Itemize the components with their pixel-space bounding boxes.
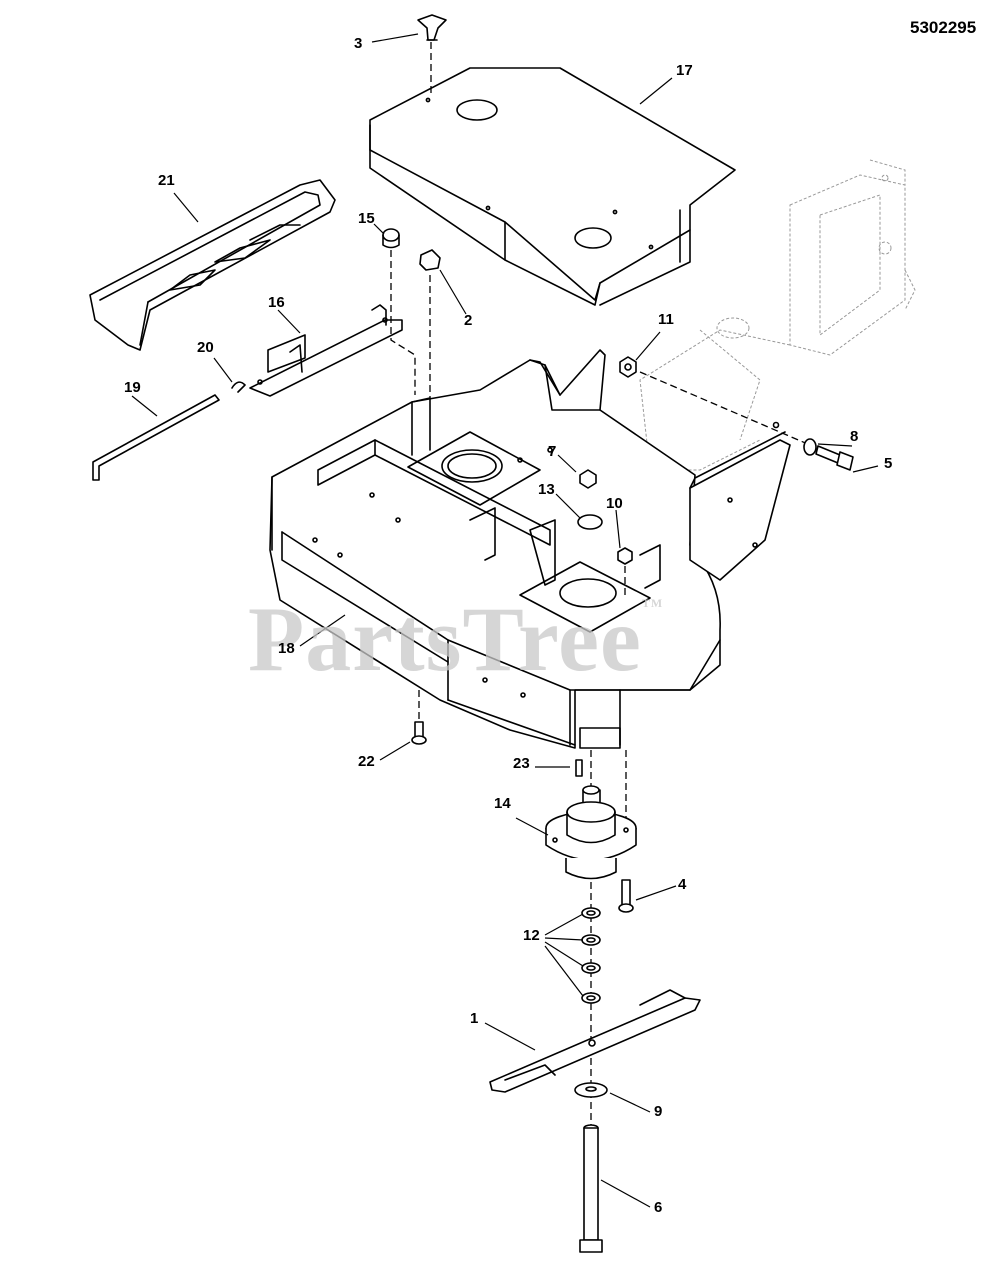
callout-21: 21 xyxy=(158,172,175,189)
part-13-washer xyxy=(577,514,603,530)
callout-16: 16 xyxy=(268,294,285,311)
part-3-knob xyxy=(417,14,447,41)
part-16-bracket xyxy=(249,304,403,397)
callout-6: 6 xyxy=(654,1199,663,1216)
callout-13: 13 xyxy=(538,481,555,498)
part-5-bolt xyxy=(815,445,854,471)
part-7-nut xyxy=(579,469,597,489)
part-21-belt-cover xyxy=(89,179,336,351)
document-id: 5302295 xyxy=(910,18,977,37)
callout-1: 1 xyxy=(470,1010,479,1027)
mount-bolt-axis-line xyxy=(639,371,811,446)
part-14-spindle-assembly xyxy=(545,785,637,880)
callout-4: 4 xyxy=(678,876,687,893)
part-4-bolt xyxy=(618,879,634,913)
bracket-axis-line xyxy=(390,250,416,395)
part-17-deck-cover xyxy=(369,67,736,306)
part-19-rod xyxy=(92,394,220,481)
part-10-nut xyxy=(617,547,633,565)
part-2-clip-nut xyxy=(419,249,441,271)
callout-3: 3 xyxy=(354,35,363,52)
callout-15: 15 xyxy=(358,210,375,227)
part-6-long-bolt xyxy=(579,1124,603,1253)
callout-20: 20 xyxy=(197,339,214,356)
part-18-mower-deck xyxy=(269,349,791,749)
callout-17: 17 xyxy=(676,62,693,79)
part-11-nut xyxy=(619,356,637,378)
callout-19: 19 xyxy=(124,379,141,396)
callout-10: 10 xyxy=(606,495,623,512)
part-20-pin xyxy=(231,381,246,393)
callout-22: 22 xyxy=(358,753,375,770)
callout-14: 14 xyxy=(494,795,511,812)
callout-12: 12 xyxy=(523,927,540,944)
part-23-key xyxy=(575,759,583,777)
part-22-screw xyxy=(411,721,427,745)
part-1-blade xyxy=(489,989,701,1093)
mower-frame-ghost xyxy=(639,159,916,471)
callout-9: 9 xyxy=(654,1103,663,1120)
callout-5: 5 xyxy=(884,455,893,472)
callout-18: 18 xyxy=(278,640,295,657)
part-8-washer xyxy=(803,438,817,456)
part-15-nut xyxy=(382,228,400,249)
callout-leader-lines xyxy=(131,33,879,1208)
callout-7: 7 xyxy=(548,443,557,460)
callout-23: 23 xyxy=(513,755,530,772)
callout-11: 11 xyxy=(658,311,674,328)
part-9-washer xyxy=(574,1082,608,1098)
callout-2: 2 xyxy=(464,312,473,329)
callout-8: 8 xyxy=(850,428,859,445)
part-12-spacers xyxy=(581,907,601,1004)
